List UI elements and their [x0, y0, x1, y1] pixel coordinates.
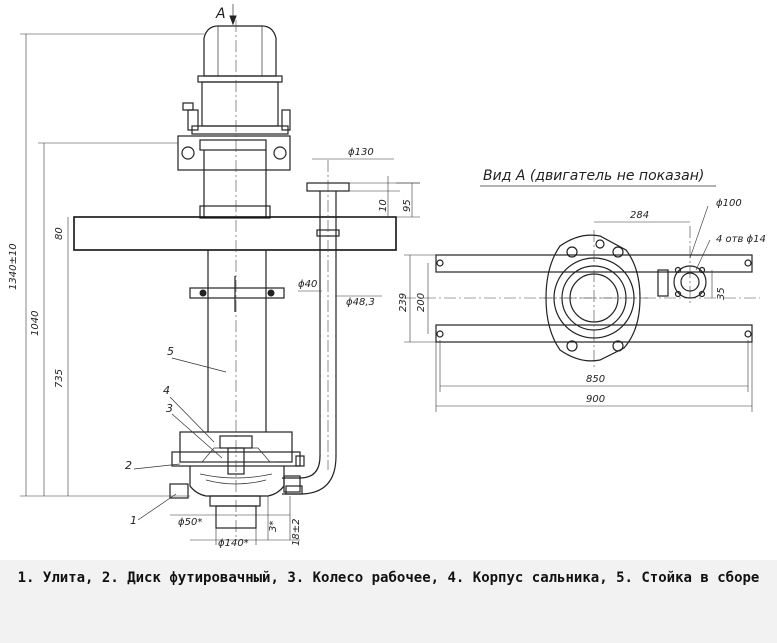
view-a-plan: [404, 226, 760, 368]
dim-140: ϕ140*: [218, 538, 249, 549]
dim-48: ϕ48,3: [346, 297, 375, 308]
parts-caption: 1. Улита, 2. Диск футировачный, 3. Колес…: [17, 570, 760, 586]
dim-100: ϕ100: [716, 198, 742, 209]
dim-735: 735: [54, 369, 65, 388]
dim-35: 35: [716, 287, 727, 300]
dim-holes: 4 отв ϕ14: [716, 234, 766, 245]
left-dimensions: 1340±10 1040 735 80: [8, 33, 204, 497]
pump-casing: [169, 431, 305, 529]
dim-284: 284: [630, 210, 649, 221]
dim-1040: 1040: [30, 311, 41, 336]
mounting-plate: [73, 216, 397, 251]
view-a-dimensions: 284 ϕ100 4 отв ϕ14 35 239 200 850 900: [398, 198, 766, 412]
view-a-marker: A: [215, 4, 237, 26]
dim-40: ϕ40: [298, 279, 317, 290]
part-leaders: 5 4 3 2 1: [125, 345, 227, 527]
motor: [182, 25, 291, 135]
dim-95: 95: [402, 199, 413, 212]
part-label-4: 4: [163, 384, 170, 397]
caption-bar: 1. Улита, 2. Диск футировачный, 3. Колес…: [0, 560, 777, 643]
column-stand: [189, 250, 285, 432]
part-label-3: 3: [166, 402, 173, 415]
dim-130: ϕ130: [348, 147, 374, 158]
dim-18: 18±2: [291, 519, 302, 546]
view-a-title: Вид А (двигатель не показан): [483, 168, 704, 184]
part-label-5: 5: [167, 345, 174, 358]
view-a-label: A: [215, 6, 226, 22]
dim-80: 80: [54, 227, 65, 240]
technical-drawing: A: [8, 4, 766, 549]
dim-1340: 1340±10: [8, 243, 19, 290]
dim-239: 239: [398, 293, 409, 312]
dim-3: 3*: [268, 521, 279, 532]
dim-900: 900: [586, 394, 605, 405]
pipe-dimensions: ϕ130 10 95 ϕ40 ϕ48,3: [298, 147, 420, 308]
bottom-dimensions: ϕ50* ϕ140* 3* 18±2: [170, 496, 302, 549]
dim-50: ϕ50*: [178, 517, 202, 528]
dim-850: 850: [586, 374, 605, 385]
part-label-1: 1: [130, 514, 137, 527]
pump-drawing-svg: A: [8, 4, 766, 549]
motor-bracket: [177, 135, 291, 219]
dim-200: 200: [416, 293, 427, 312]
dim-10: 10: [378, 199, 389, 212]
part-label-2: 2: [125, 459, 132, 472]
